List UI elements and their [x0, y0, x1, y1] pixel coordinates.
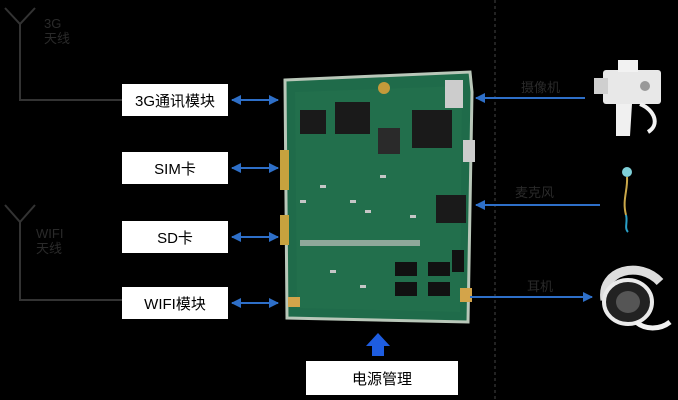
- power-management-label: 电源管理: [351, 370, 412, 388]
- antenna-3g-label: 3G 天线: [44, 16, 70, 46]
- antenna-wifi-line1: WIFI: [36, 226, 64, 241]
- wifi-module-label: WIFI模块: [144, 295, 206, 313]
- left-arrows: [231, 95, 279, 308]
- microphone-icon: [622, 167, 632, 233]
- module-3g-label: 3G通讯模块: [134, 92, 215, 110]
- headphone-icon: [600, 265, 672, 331]
- module-3g-box: 3G通讯模块: [122, 84, 228, 116]
- antenna-3g-icon: [4, 7, 122, 101]
- power-arrow: [366, 333, 390, 356]
- earphone-label: 耳机: [527, 279, 554, 294]
- antenna-wifi-icon: [4, 204, 122, 301]
- sd-card-box: SD卡: [122, 221, 228, 253]
- antenna-3g-line1: 3G: [44, 16, 62, 31]
- sim-card-box: SIM卡: [122, 152, 228, 184]
- sim-card-label: SIM卡: [154, 160, 196, 178]
- right-arrows: [470, 93, 600, 302]
- antenna-wifi-line2: 天线: [36, 241, 63, 256]
- camera-icon: [594, 60, 661, 136]
- camera-label: 摄像机: [521, 80, 561, 95]
- wifi-module-box: WIFI模块: [122, 287, 228, 319]
- pcb-board-image: [280, 70, 475, 324]
- power-management-box: 电源管理: [306, 361, 458, 395]
- sd-card-label: SD卡: [157, 229, 193, 247]
- antenna-wifi-label: WIFI 天线: [36, 226, 63, 256]
- antenna-3g-line2: 天线: [44, 31, 71, 46]
- mic-label: 麦克风: [515, 185, 555, 200]
